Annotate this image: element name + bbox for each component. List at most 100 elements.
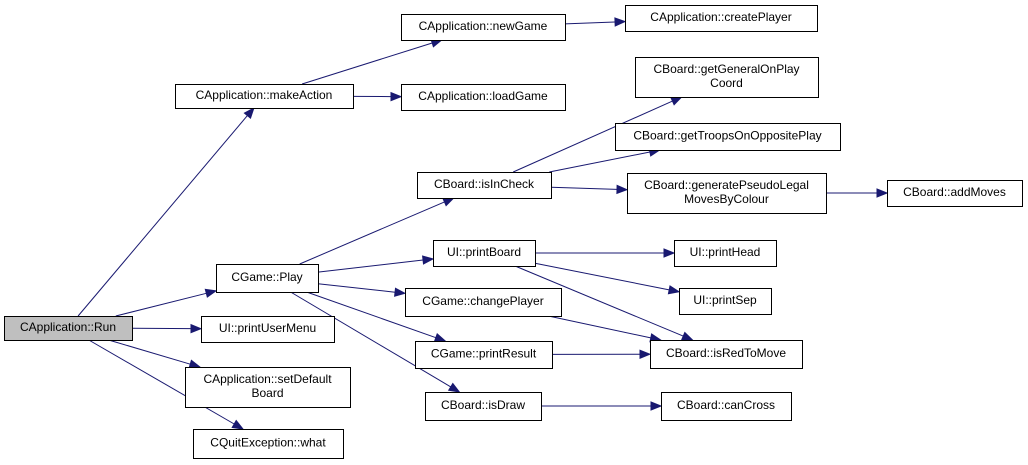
edge-isDraw-to-canCross <box>541 401 663 411</box>
edge-line <box>299 201 445 265</box>
edge-line <box>317 283 396 293</box>
edge-newGame-to-createPlayer <box>564 17 627 27</box>
node-box <box>615 123 841 151</box>
node-label: CGame::Play <box>231 270 302 284</box>
node-getTroops[interactable]: CBoard::getTroopsOnOppositePlay <box>615 123 841 151</box>
node-label: CBoard::canCross <box>677 398 775 412</box>
node-label: CQuitException::what <box>210 436 326 450</box>
arrowhead-icon <box>667 285 681 295</box>
node-label: CGame::changePlayer <box>422 294 543 308</box>
node-box <box>185 367 351 408</box>
arrowhead-icon <box>670 96 683 106</box>
node-box <box>405 288 562 317</box>
node-printUserMenu[interactable]: UI::printUserMenu <box>201 316 335 343</box>
node-label: CBoard::generatePseudoLegal <box>644 178 809 192</box>
arrowhead-icon <box>422 255 435 265</box>
arrowhead-icon <box>190 323 203 334</box>
edges <box>77 17 889 430</box>
node-box <box>216 264 319 293</box>
node-box <box>627 173 827 214</box>
arrowhead-icon <box>188 359 202 369</box>
node-addMoves[interactable]: CBoard::addMoves <box>887 180 1023 207</box>
node-what[interactable]: CQuitException::what <box>193 429 344 459</box>
node-makeAction[interactable]: CApplication::makeAction <box>175 84 354 109</box>
node-newGame[interactable]: CApplication::newGame <box>401 14 566 41</box>
node-box <box>433 240 536 267</box>
arrowhead-icon <box>616 184 629 195</box>
node-label: CApplication::loadGame <box>418 89 548 103</box>
node-box <box>193 429 344 459</box>
edge-line <box>512 100 673 173</box>
edge-line <box>317 259 424 273</box>
edge-printBoard-to-isRedToMove <box>514 265 694 341</box>
node-box <box>674 240 777 267</box>
edge-run-to-makeAction <box>77 106 255 317</box>
node-label: UI::printHead <box>690 245 761 259</box>
node-isRedToMove[interactable]: CBoard::isRedToMove <box>650 340 803 369</box>
edge-isInCheck-to-getTroops <box>549 147 662 173</box>
edge-line <box>548 315 651 339</box>
edge-printBoard-to-printSep <box>534 262 681 295</box>
arrowhead-icon <box>650 401 663 411</box>
node-label: CBoard::isInCheck <box>434 177 535 191</box>
node-box <box>4 316 133 341</box>
node-label: CBoard::isDraw <box>441 398 525 412</box>
edge-printResult-to-isRedToMove <box>551 349 652 359</box>
node-run[interactable]: CApplication::Run <box>4 316 133 341</box>
node-label: UI::printBoard <box>447 245 521 259</box>
node-label: CBoard::getTroopsOnOppositePlay <box>633 129 821 143</box>
node-printBoard[interactable]: UI::printBoard <box>433 240 536 267</box>
node-printSep[interactable]: UI::printSep <box>679 288 772 315</box>
node-printHead[interactable]: UI::printHead <box>674 240 777 267</box>
edge-line <box>290 291 452 388</box>
arrowhead-icon <box>394 287 407 297</box>
arrowhead-icon <box>390 91 403 102</box>
node-box <box>679 288 772 315</box>
node-loadGame[interactable]: CApplication::loadGame <box>401 84 566 111</box>
node-printResult[interactable]: CGame::printResult <box>415 341 553 369</box>
node-label: UI::printSep <box>693 293 757 307</box>
edge-line <box>564 21 616 25</box>
edge-printBoard-to-printHead <box>535 248 676 258</box>
edge-play-to-changePlayer <box>317 283 407 297</box>
edge-isInCheck-to-genPseudo <box>550 184 629 195</box>
node-box <box>401 84 566 111</box>
node-createPlayer[interactable]: CApplication::createPlayer <box>625 5 818 32</box>
node-box <box>415 341 553 369</box>
arrowhead-icon <box>243 106 255 120</box>
arrowhead-icon <box>614 17 627 27</box>
node-isInCheck[interactable]: CBoard::isInCheck <box>417 172 552 199</box>
node-changePlayer[interactable]: CGame::changePlayer <box>405 288 562 317</box>
edge-run-to-printUserMenu <box>131 323 203 334</box>
node-isDraw[interactable]: CBoard::isDraw <box>425 392 542 421</box>
node-box <box>175 84 354 109</box>
edge-line <box>77 115 248 317</box>
node-label: CApplication::setDefault <box>203 372 332 386</box>
node-box <box>650 340 803 369</box>
node-label: CApplication::Run <box>20 320 116 334</box>
node-box <box>425 392 542 421</box>
edge-run-to-setDefaultBoard <box>108 339 202 369</box>
edge-line <box>550 186 618 190</box>
arrowhead-icon <box>433 333 447 342</box>
arrowhead-icon <box>204 288 218 298</box>
node-box <box>401 14 566 41</box>
node-box <box>417 172 552 199</box>
node-label: CBoard::getGeneralOnPlay <box>653 62 799 76</box>
node-label: CGame::printResult <box>431 347 537 361</box>
edge-genPseudo-to-addMoves <box>826 188 889 198</box>
edge-line <box>549 151 650 173</box>
edge-run-to-play <box>115 288 218 317</box>
arrowhead-icon <box>663 248 676 258</box>
node-play[interactable]: CGame::Play <box>216 264 319 293</box>
node-canCross[interactable]: CBoard::canCross <box>661 392 792 421</box>
edge-line <box>108 339 191 365</box>
node-label: CApplication::newGame <box>419 19 548 33</box>
edge-play-to-isInCheck <box>299 197 455 265</box>
edge-makeAction-to-loadGame <box>352 91 403 102</box>
edge-makeAction-to-newGame <box>301 38 443 85</box>
node-box <box>887 180 1023 207</box>
